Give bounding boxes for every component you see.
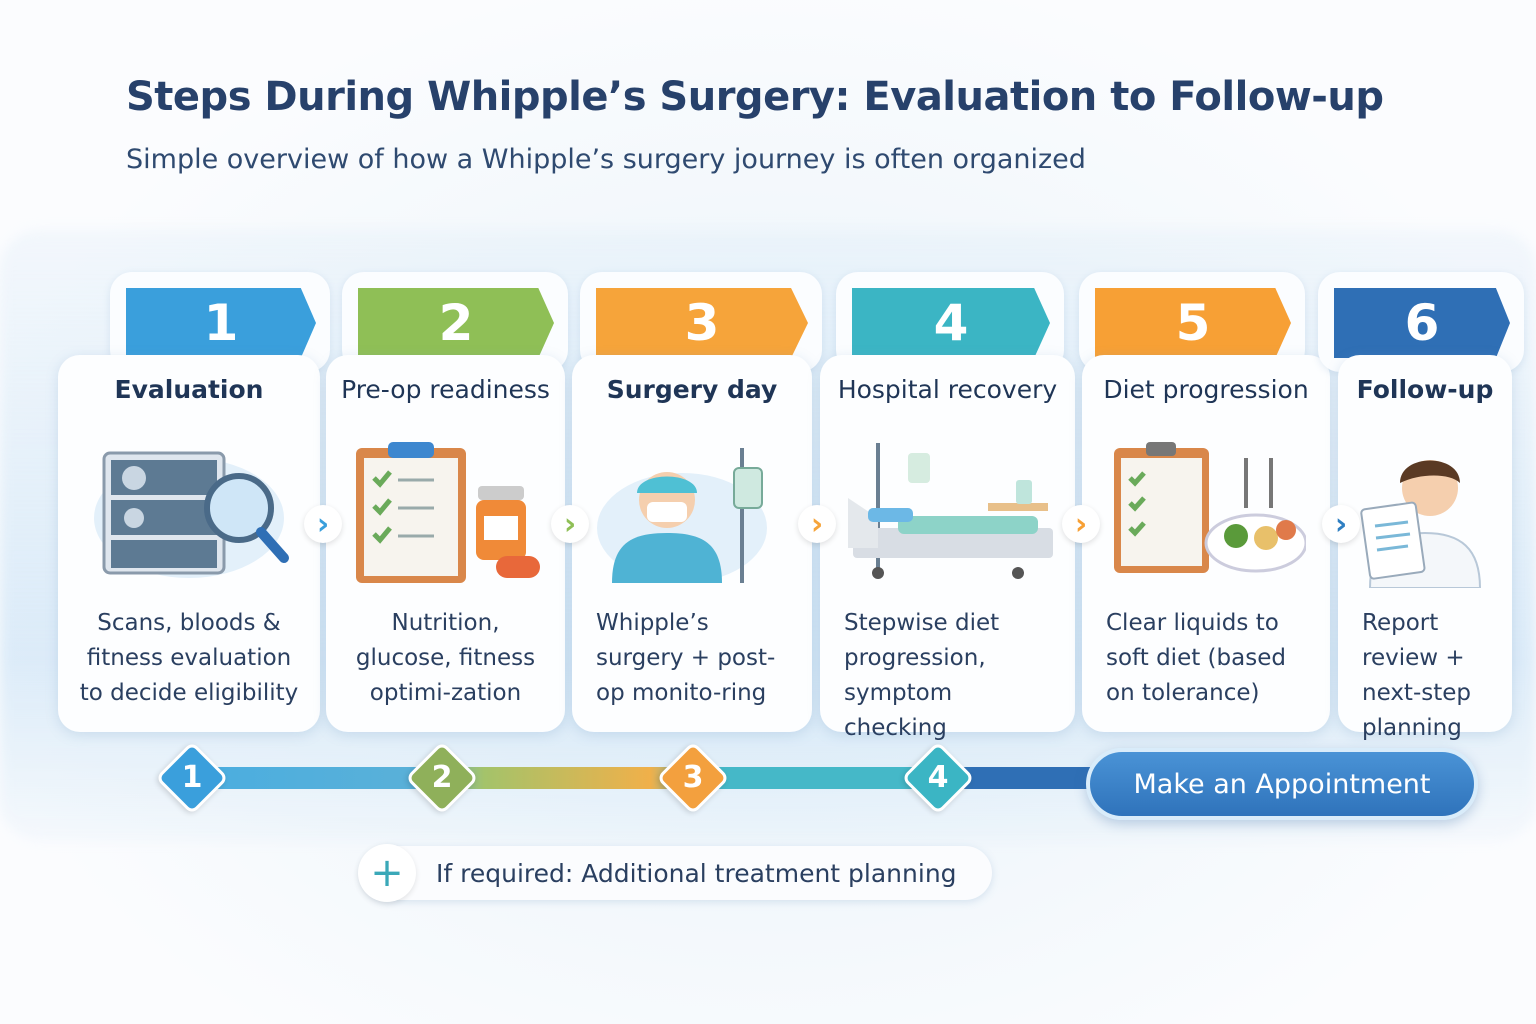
step-3-card: Surgery day Whipple’s surgery + post-op … <box>572 355 812 732</box>
step-6-card: Follow-up Report review + next-step plan… <box>1338 355 1512 741</box>
chevron-right-icon: › <box>798 505 836 543</box>
step-5-title: Diet progression <box>1103 375 1309 404</box>
step-1-description: Scans, bloods & fitness evaluation to de… <box>79 610 299 706</box>
make-appointment-button[interactable]: Make an Appointment <box>1086 748 1478 820</box>
plus-icon: + <box>358 844 416 902</box>
step-4-title: Hospital recovery <box>837 375 1058 404</box>
step-1-title: Evaluation <box>114 375 264 404</box>
step-3-title: Surgery day <box>606 375 778 404</box>
step-1-number-tab: 1 <box>126 288 316 358</box>
chevron-right-icon: › <box>1322 505 1360 543</box>
step-2-description: Nutrition, glucose, fitness optimi-zatio… <box>355 610 536 706</box>
surgeon-iv-icon <box>572 425 812 600</box>
step-6-number-tab: 6 <box>1334 288 1510 358</box>
page-title: Steps During Whipple’s Surgery: Evaluati… <box>126 74 1384 120</box>
step-4-description: Stepwise diet progression, symptom check… <box>844 610 1000 741</box>
step-2-card: Pre-op readiness Nutrition, glucose, fit… <box>326 355 565 732</box>
step-6-description: Report review + next-step planning <box>1362 610 1472 741</box>
additional-treatment-note: + If required: Additional treatment plan… <box>358 844 992 902</box>
chevron-right-icon: › <box>1062 505 1100 543</box>
note-label: If required: Additional treatment planni… <box>436 858 957 888</box>
step-5-description: Clear liquids to soft diet (based on tol… <box>1106 610 1286 706</box>
diet-plan-icon <box>1082 425 1330 600</box>
chevron-right-icon: › <box>304 505 342 543</box>
chevron-right-icon: › <box>551 505 589 543</box>
step-2-title: Pre-op readiness <box>341 375 550 404</box>
clipboard-medication-icon <box>326 425 565 600</box>
step-4-number-tab: 4 <box>852 288 1050 358</box>
scan-magnifier-icon <box>58 425 320 600</box>
doctor-report-icon <box>1338 425 1512 600</box>
step-6-title: Follow-up <box>1356 375 1494 404</box>
page-subtitle: Simple overview of how a Whipple’s surge… <box>126 144 1086 175</box>
step-4-card: Hospital recovery Stepwise diet progress… <box>820 355 1075 741</box>
timeline-track <box>190 767 1110 789</box>
step-3-number-tab: 3 <box>596 288 808 358</box>
step-3-description: Whipple’s surgery + post-op monito-ring <box>596 610 776 706</box>
hospital-bed-icon <box>820 425 1075 600</box>
step-2-number-tab: 2 <box>358 288 554 358</box>
step-1-card: Evaluation Scans, bloods & fitness evalu… <box>58 355 320 732</box>
step-5-number-tab: 5 <box>1095 288 1291 358</box>
step-5-card: Diet progression Clear liquids to soft d… <box>1082 355 1330 732</box>
